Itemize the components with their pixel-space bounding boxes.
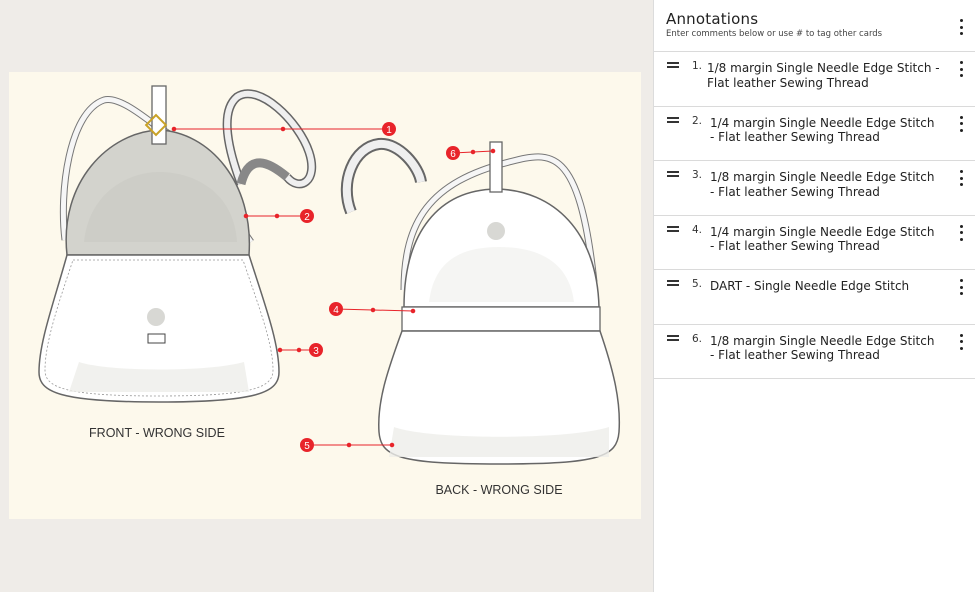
annotation-card-5[interactable]: 5. DART - Single Needle Edge Stitch (654, 270, 975, 325)
canvas-area: 1 2 3 4 5 6 FRONT - WRON (9, 72, 641, 519)
leader-lines (171, 126, 496, 448)
marker-5-label: 5 (304, 441, 310, 452)
tech-sketch-image: 1 2 3 4 5 6 FRONT - WRON (9, 72, 641, 519)
card-more-icon[interactable] (954, 115, 968, 132)
annotation-text: 1/4 margin Single Needle Edge Stitch - F… (710, 225, 945, 254)
front-view-label: FRONT - WRONG SIDE (89, 426, 225, 440)
marker-2: 2 (300, 209, 314, 223)
annotation-text: DART - Single Needle Edge Stitch (710, 279, 945, 294)
annotation-card-6[interactable]: 6. 1/8 margin Single Needle Edge Stitch … (654, 325, 975, 379)
annotation-line-1: 1/8 margin Single Needle Edge Stitch (710, 333, 935, 348)
annotation-number: 1. (692, 60, 703, 72)
marker-3-label: 3 (313, 346, 319, 357)
marker-1-label: 1 (386, 125, 392, 136)
back-bag (340, 137, 621, 465)
annotation-number: 6. (692, 332, 703, 345)
back-view-label: BACK - WRONG SIDE (435, 483, 562, 497)
annotation-text: 1/8 margin Single Needle Edge Stitch - F… (707, 61, 942, 90)
drag-handle-icon[interactable] (667, 116, 679, 123)
drag-handle-icon[interactable] (667, 280, 679, 286)
card-more-icon[interactable] (954, 333, 968, 350)
panel-header: Annotations Enter comments below or use … (654, 0, 975, 52)
annotation-card-4[interactable]: 4. 1/4 margin Single Needle Edge Stitch … (654, 216, 975, 270)
annotation-line-2: - Flat leather Sewing Thread (710, 239, 880, 253)
card-more-icon[interactable] (954, 279, 968, 295)
annotation-card-1[interactable]: 1. 1/8 margin Single Needle Edge Stitch … (654, 52, 975, 107)
annotation-line-2: - Flat leather Sewing Thread (710, 184, 880, 199)
panel-more-icon[interactable] (954, 19, 968, 35)
panel-title: Annotations (666, 10, 759, 28)
annotation-line-2: - Flat leather Sewing Thread (710, 130, 880, 144)
front-bag (38, 85, 317, 403)
annotation-number: 5. (692, 278, 703, 290)
annotation-line-2: - Flat leather Sewing Thread (710, 348, 880, 362)
annotation-line-1: DART - Single Needle Edge Stitch (710, 279, 910, 293)
drag-handle-icon[interactable] (667, 171, 679, 177)
marker-4-label: 4 (333, 305, 339, 316)
marker-1: 1 (382, 122, 396, 136)
annotation-line-1: 1/8 margin Single Needle Edge Stitch - (707, 61, 940, 75)
marker-3: 3 (309, 343, 323, 357)
marker-4: 4 (329, 302, 343, 316)
annotation-number: 2. (692, 114, 703, 127)
annotation-card-3[interactable]: 3. 1/8 margin Single Needle Edge Stitch … (654, 161, 975, 216)
marker-6: 6 (446, 146, 460, 160)
marker-2-label: 2 (304, 212, 310, 223)
card-more-icon[interactable] (954, 224, 968, 241)
drag-handle-icon[interactable] (667, 225, 679, 232)
drag-handle-icon[interactable] (667, 62, 679, 68)
annotations-panel: Annotations Enter comments below or use … (653, 0, 975, 592)
annotation-line-1: 1/4 margin Single Needle Edge Stitch (710, 224, 935, 239)
annotation-line-1: 1/8 margin Single Needle Edge Stitch (710, 170, 935, 184)
annotation-line-2: Flat leather Sewing Thread (707, 75, 869, 90)
drag-handle-icon[interactable] (667, 334, 679, 341)
annotation-number: 4. (692, 223, 703, 236)
marker-6-label: 6 (450, 149, 456, 160)
card-more-icon[interactable] (954, 61, 968, 77)
marker-5: 5 (300, 438, 314, 452)
annotation-card-2[interactable]: 2. 1/4 margin Single Needle Edge Stitch … (654, 107, 975, 161)
annotation-text: 1/4 margin Single Needle Edge Stitch - F… (710, 116, 945, 145)
card-more-icon[interactable] (954, 170, 968, 186)
annotation-text: 1/8 margin Single Needle Edge Stitch - F… (710, 170, 945, 199)
panel-subtitle: Enter comments below or use # to tag oth… (666, 29, 883, 39)
annotation-number: 3. (692, 169, 703, 181)
annotation-text: 1/8 margin Single Needle Edge Stitch - F… (710, 334, 945, 363)
bag-sketch: 1 2 3 4 5 6 FRONT - WRON (38, 85, 621, 497)
annotation-line-1: 1/4 margin Single Needle Edge Stitch (710, 115, 935, 130)
